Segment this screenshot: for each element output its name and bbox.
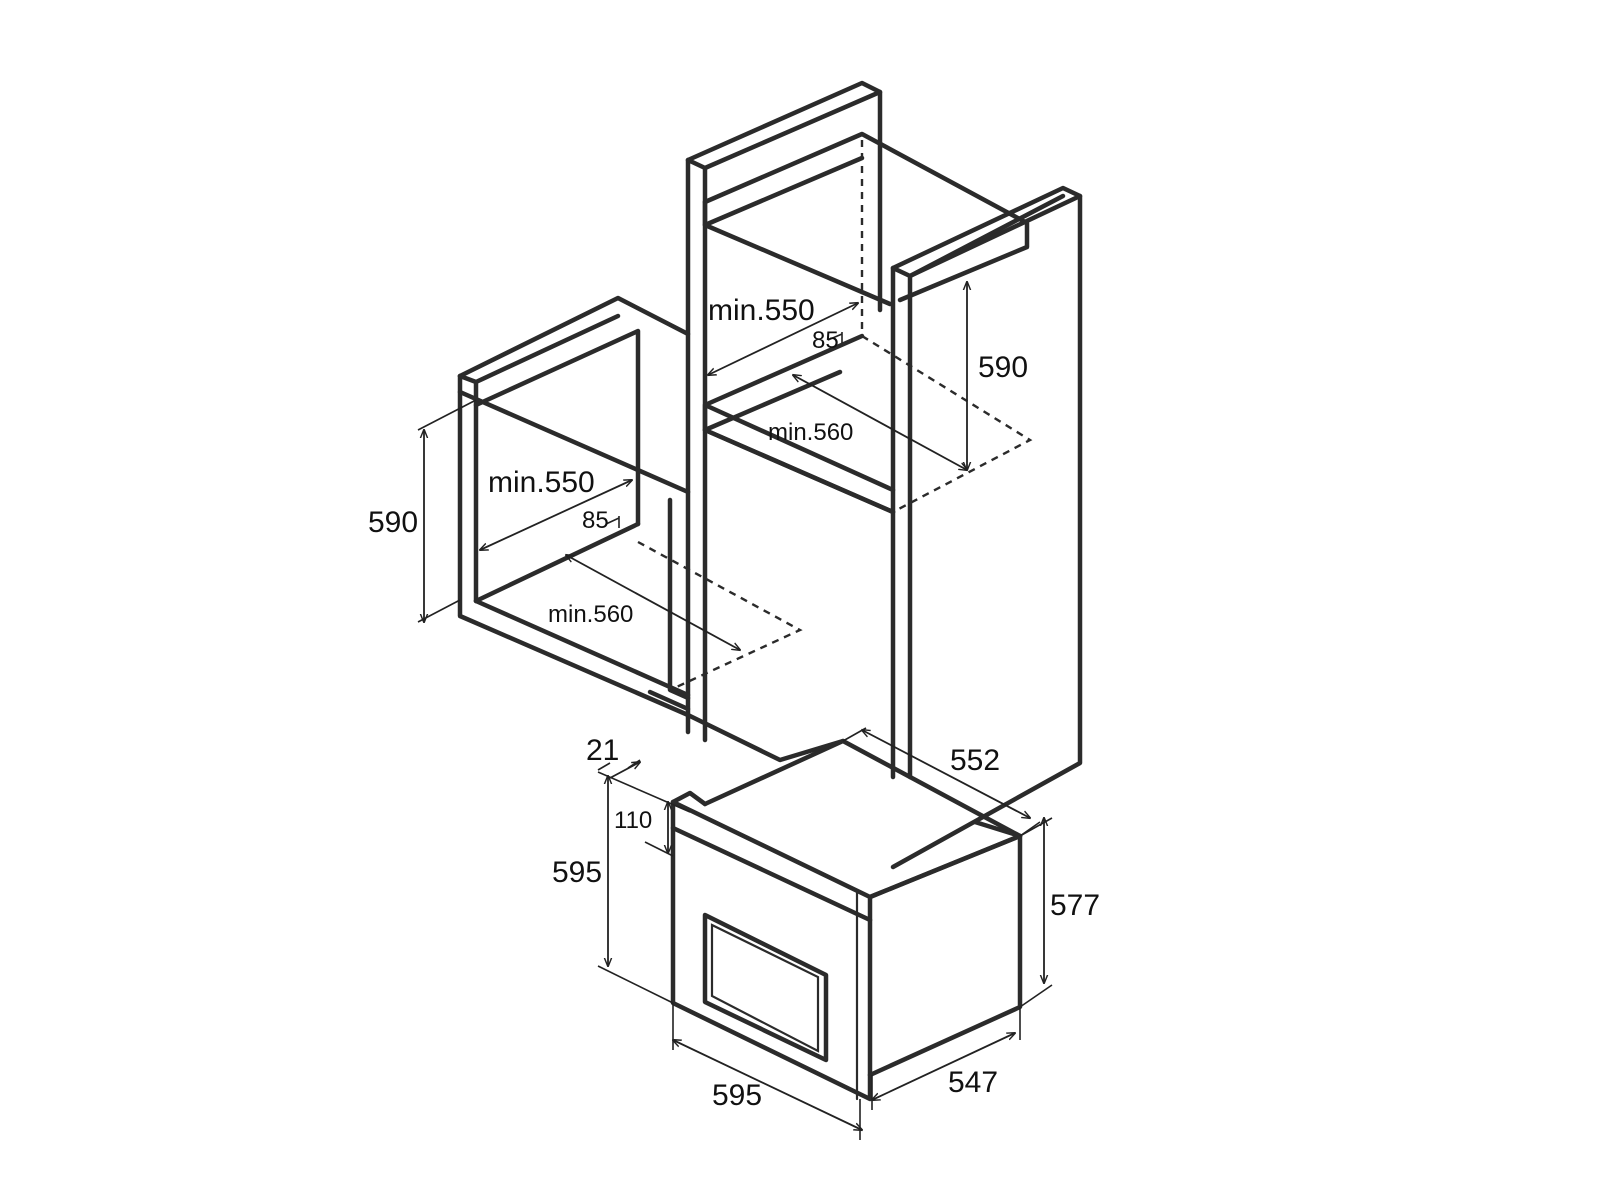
tall-cabinet bbox=[685, 80, 1083, 870]
lower-offset-label: 85 bbox=[582, 507, 609, 534]
oven-front-height-label: 595 bbox=[552, 856, 602, 889]
oven-body-height-label: 577 bbox=[1050, 889, 1100, 922]
oven-body-depth-label: 547 bbox=[948, 1066, 998, 1099]
upper-depth-label: min.560 bbox=[768, 419, 853, 446]
side-cabinet bbox=[457, 295, 803, 718]
dimension-labels: min.550 85 590 min.560 min.550 85 590 mi… bbox=[368, 294, 1100, 1112]
lower-depth-label: min.560 bbox=[548, 601, 633, 628]
oven-front-width-label: 595 bbox=[712, 1079, 762, 1112]
upper-offset-label: 85 bbox=[812, 327, 839, 354]
dimension-lines bbox=[417, 282, 1053, 1140]
oven-panel-height-label: 110 bbox=[614, 807, 652, 834]
lower-height-label: 590 bbox=[368, 506, 418, 539]
upper-height-label: 590 bbox=[978, 351, 1028, 384]
lower-width-label: min.550 bbox=[488, 466, 595, 499]
oven-panel-thickness-label: 21 bbox=[586, 734, 619, 767]
oven-depth-top-label: 552 bbox=[950, 744, 1000, 777]
upper-width-label: min.550 bbox=[708, 294, 815, 327]
